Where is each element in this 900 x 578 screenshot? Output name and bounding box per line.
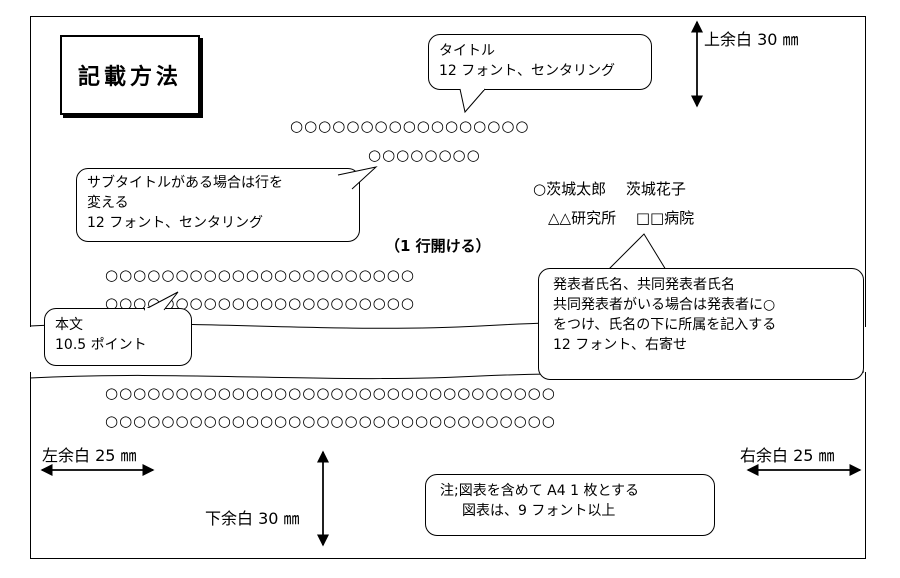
- sample-title-line: ○○○○○○○○○○○○○○○○○: [290, 117, 530, 135]
- callout-author-tail: [607, 233, 667, 271]
- sample-authors: ○茨城太郎 茨城花子: [533, 180, 686, 198]
- bottom-margin-label: 下余白 30 ㎜: [205, 509, 300, 528]
- callout-body-line-2: 10.5 ポイント: [55, 337, 147, 353]
- callout-subtitle-tail: [337, 166, 378, 190]
- callout-author-line-2: 共同発表者がいる場合は発表者に○: [553, 297, 776, 313]
- method-label: 記載方法: [77, 65, 182, 90]
- callout-author-line-1: 発表者氏名、共同発表者氏名: [553, 277, 735, 293]
- callout-subtitle-line-3: 12 フォント、センタリング: [87, 215, 263, 231]
- callout-body-line-1: 本文: [55, 317, 83, 333]
- callout-subtitle-line-1: サブタイトルがある場合は行を: [87, 175, 283, 191]
- callout-note-line-2: 図表は、9 フォント以上: [462, 503, 616, 519]
- callout-body: 本文 10.5 ポイント: [44, 308, 192, 366]
- sample-affiliations: △△研究所 □□病院: [548, 209, 695, 227]
- page-frame-bottom: [30, 372, 866, 559]
- callout-author-line-3: をつけ、氏名の下に所属を記入する: [553, 317, 777, 333]
- callout-title-line-1: タイトル: [439, 43, 495, 59]
- sample-body-line-4: ○○○○○○○○○○○○○○○○○○○○○○○○○○○○○○○○: [105, 412, 556, 430]
- callout-subtitle-line-2: 変える: [87, 195, 129, 211]
- callout-author-line-4: 12 フォント、右寄せ: [553, 337, 687, 353]
- sample-body-line-1: ○○○○○○○○○○○○○○○○○○○○○○: [105, 266, 415, 284]
- callout-note: 注;図表を含めて A4 1 枚とする 図表は、9 フォント以上: [425, 474, 715, 536]
- sample-body-line-2: ○○○○○○○○○○○○○○○○○○○○○○: [105, 294, 415, 312]
- right-margin-label: 右余白 25 ㎜: [740, 446, 835, 465]
- top-margin-label: 上余白 30 ㎜: [704, 30, 799, 49]
- page-frame-top: [30, 16, 866, 327]
- method-label-box: 記載方法: [60, 35, 200, 115]
- callout-author: 発表者氏名、共同発表者氏名 共同発表者がいる場合は発表者に○ をつけ、氏名の下に…: [538, 268, 864, 380]
- callout-title-line-2: 12 フォント、センタリング: [439, 63, 615, 79]
- sample-subtitle-line: ○○○○○○○○: [368, 146, 481, 164]
- callout-title: タイトル 12 フォント、センタリング: [428, 34, 652, 90]
- callout-title-tail: [459, 88, 486, 114]
- callout-note-line-1: 注;図表を含めて A4 1 枚とする: [440, 483, 640, 499]
- sample-body-line-3: ○○○○○○○○○○○○○○○○○○○○○○○○○○○○○○○○: [105, 384, 556, 402]
- blank-line-note: （1 行開ける）: [385, 237, 491, 255]
- callout-body-tail: [143, 291, 179, 311]
- callout-subtitle: サブタイトルがある場合は行を 変える 12 フォント、センタリング: [76, 168, 360, 242]
- left-margin-label: 左余白 25 ㎜: [42, 446, 137, 465]
